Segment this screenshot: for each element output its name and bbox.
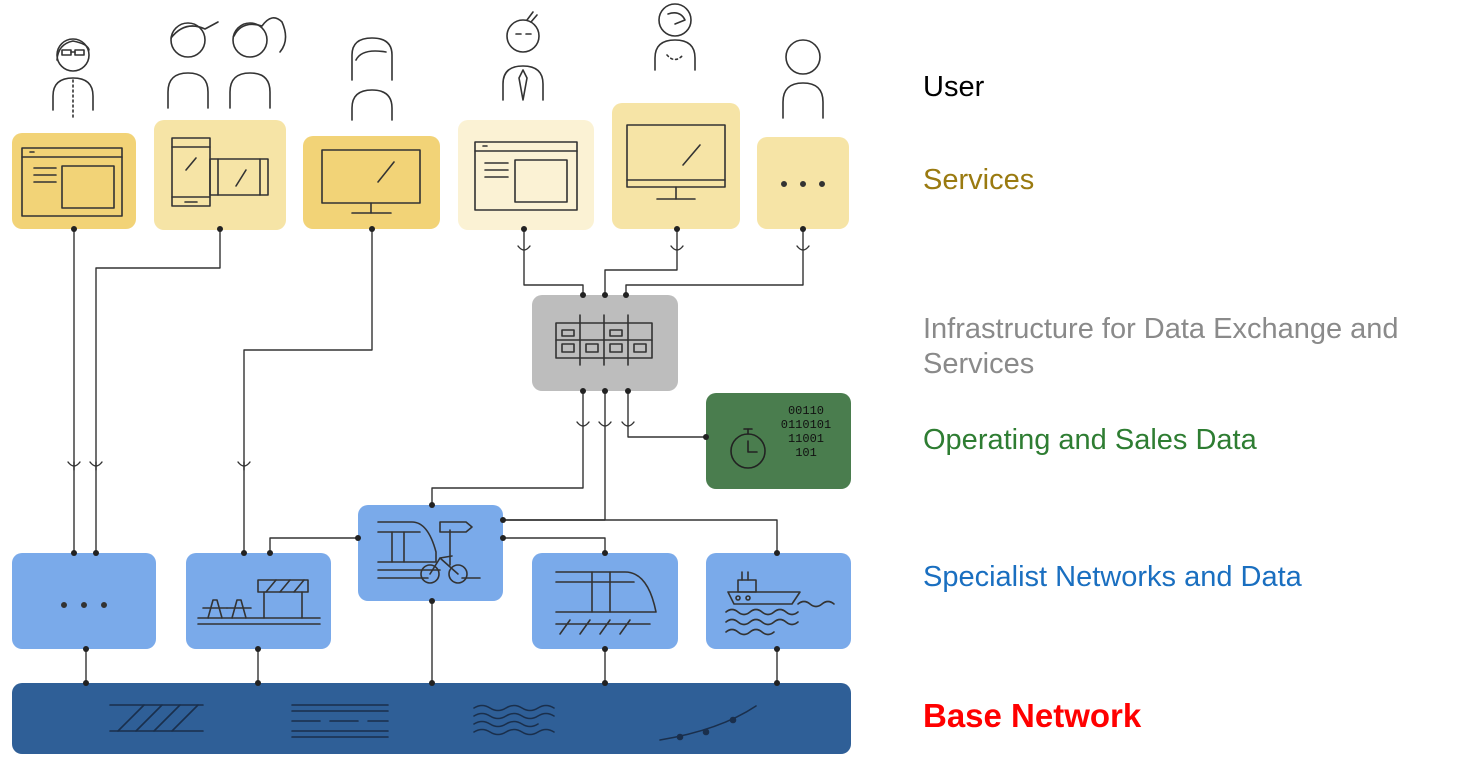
specialist-box-mobility-hub [358,505,503,601]
interface-socket-icons [67,245,810,471]
service-box-web-app-light [458,120,594,230]
specialist-box-road-network [186,553,331,649]
service-box-more [757,137,849,229]
operating-data-box [706,393,851,489]
operating-data-binary: 00110 0110101 11001 101 [781,404,831,460]
svg-text:11001: 11001 [788,432,824,446]
service-box-mobile-devices [154,120,286,230]
data-network-diagram: 00110 0110101 11001 101 [12,3,851,754]
layer-label-base-network: Base Network [923,697,1142,734]
specialist-box-more [12,553,156,649]
user-glasses-icon [52,38,94,119]
layer-label-user: User [923,71,985,103]
infrastructure-hub-box [532,295,678,391]
svg-text:101: 101 [795,446,817,460]
svg-text:0110101: 0110101 [781,418,831,432]
specialist-box-rail-network [532,553,678,649]
svg-text:00110: 00110 [788,404,824,418]
user-tie-icon [502,11,544,101]
user-round-face-icon [654,3,696,71]
layer-label-operating-data: Operating and Sales Data [923,424,1257,456]
specialist-box-waterway-network [706,553,851,649]
service-box-web-app [12,133,136,229]
base-network-band [12,683,851,754]
layer-label-specialist: Specialist Networks and Data [923,561,1302,593]
user-ponytail-icon [229,17,287,109]
user-generic-icon [782,39,824,119]
user-long-hair-icon [351,37,393,121]
layer-label-infrastructure: Infrastructure for Data Exchange and Ser… [923,313,1399,380]
service-box-desktop [303,136,440,229]
service-box-monitor [612,103,740,229]
connector-lines [73,228,804,684]
layer-label-services: Services [923,164,1035,196]
user-cap-icon [167,21,219,109]
connector-nodes [71,226,806,686]
